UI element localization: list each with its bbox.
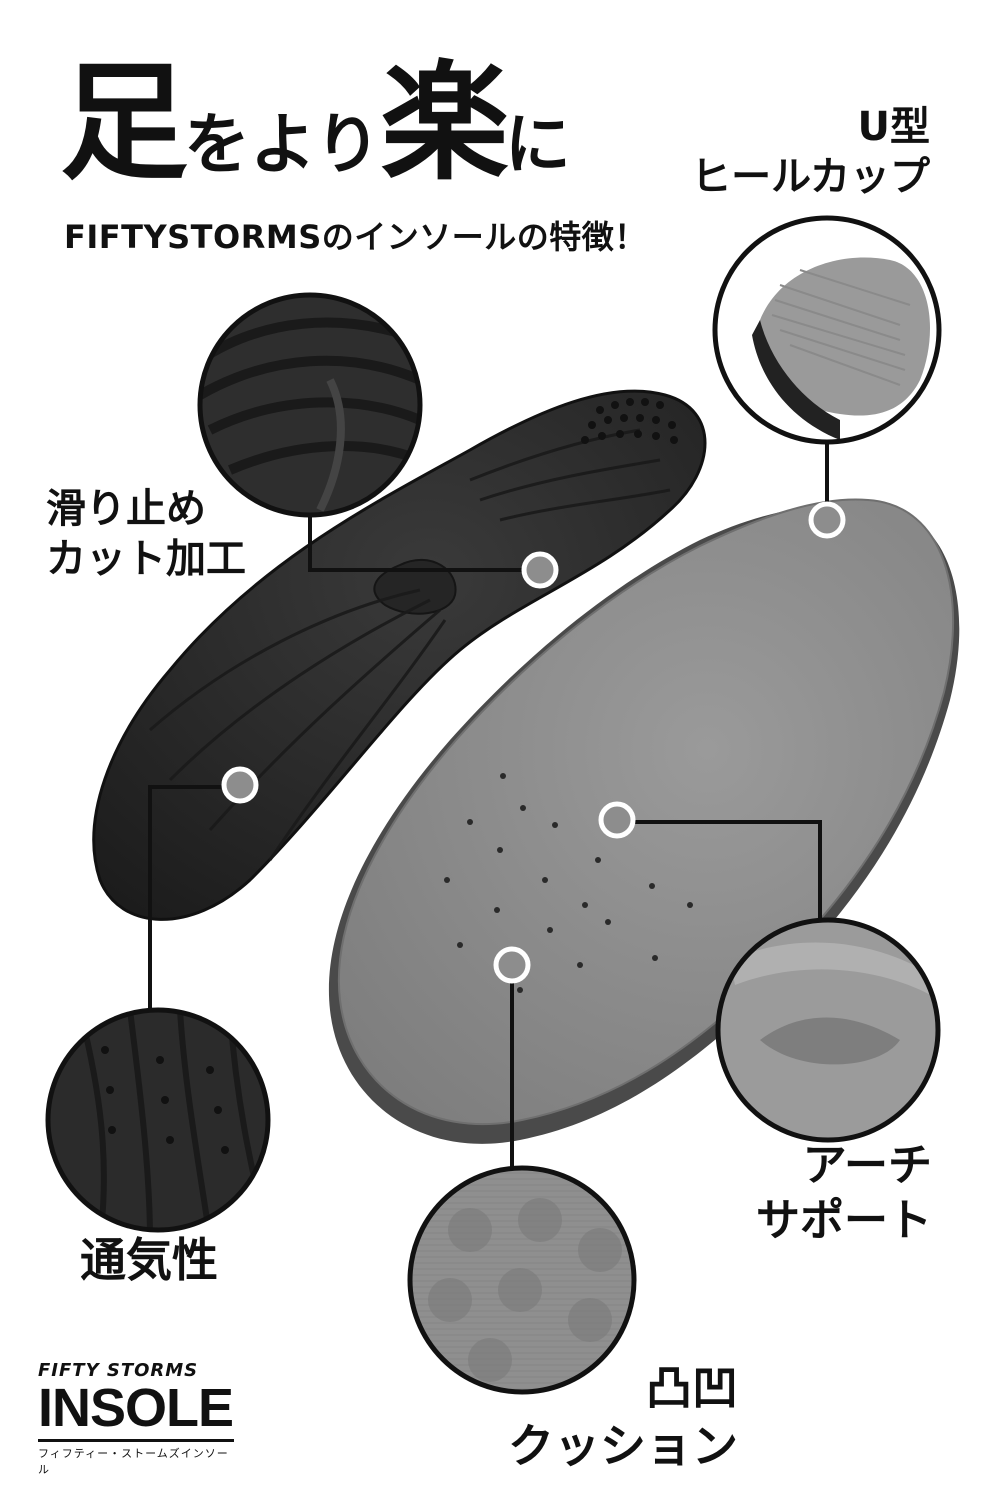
feature-grip-line2: カット加工 — [46, 536, 246, 582]
logo-brand: FIFTY STORMS — [38, 1360, 199, 1381]
logo-divider — [38, 1439, 234, 1442]
feature-cushion-line2: クッション — [508, 1418, 738, 1473]
feature-breathable-label: 通気性 — [80, 1232, 218, 1290]
feature-cushion-label: 凸凹 クッション — [508, 1360, 738, 1475]
zoom-circle-grip — [197, 292, 423, 518]
headline: 足をより楽に — [60, 60, 571, 188]
logo-product: INSOLE — [38, 1378, 234, 1438]
feature-arch-line1: アーチ — [802, 1140, 932, 1191]
logo-kana: フィフティー・ストームズインソール — [38, 1447, 229, 1476]
subheadline: FIFTYSTORMSのインソールの特徴！ — [64, 218, 647, 256]
feature-grip-label: 滑り止め カット加工 — [46, 484, 246, 584]
headline-part2: をより — [184, 106, 381, 183]
zoom-circle-cushion — [407, 1165, 637, 1395]
callout-lines — [148, 442, 829, 1168]
headline-part4: に — [504, 106, 571, 183]
feature-heel-cup-label: U型 ヒールカップ — [691, 102, 930, 202]
feature-breathable-line1: 通気性 — [80, 1233, 218, 1287]
feature-arch-label: アーチ サポート — [756, 1138, 932, 1248]
feature-heel-cup-line1: U型 — [857, 104, 930, 150]
zoom-circle-arch — [715, 917, 941, 1143]
zoom-circle-breathable — [45, 1007, 271, 1233]
feature-arch-line2: サポート — [756, 1195, 932, 1246]
feature-cushion-line1: 凸凹 — [646, 1361, 738, 1415]
feature-heel-cup-line2: ヒールカップ — [691, 154, 930, 200]
headline-part3: 楽 — [380, 49, 509, 198]
headline-part1: 足 — [60, 49, 188, 198]
callout-markers — [221, 501, 846, 984]
brand-logo: FIFTY STORMS INSOLE フィフティー・ストームズインソール — [38, 1360, 238, 1477]
zoom-circle-heel-cup — [712, 215, 942, 445]
feature-grip-line1: 滑り止め — [46, 486, 206, 532]
